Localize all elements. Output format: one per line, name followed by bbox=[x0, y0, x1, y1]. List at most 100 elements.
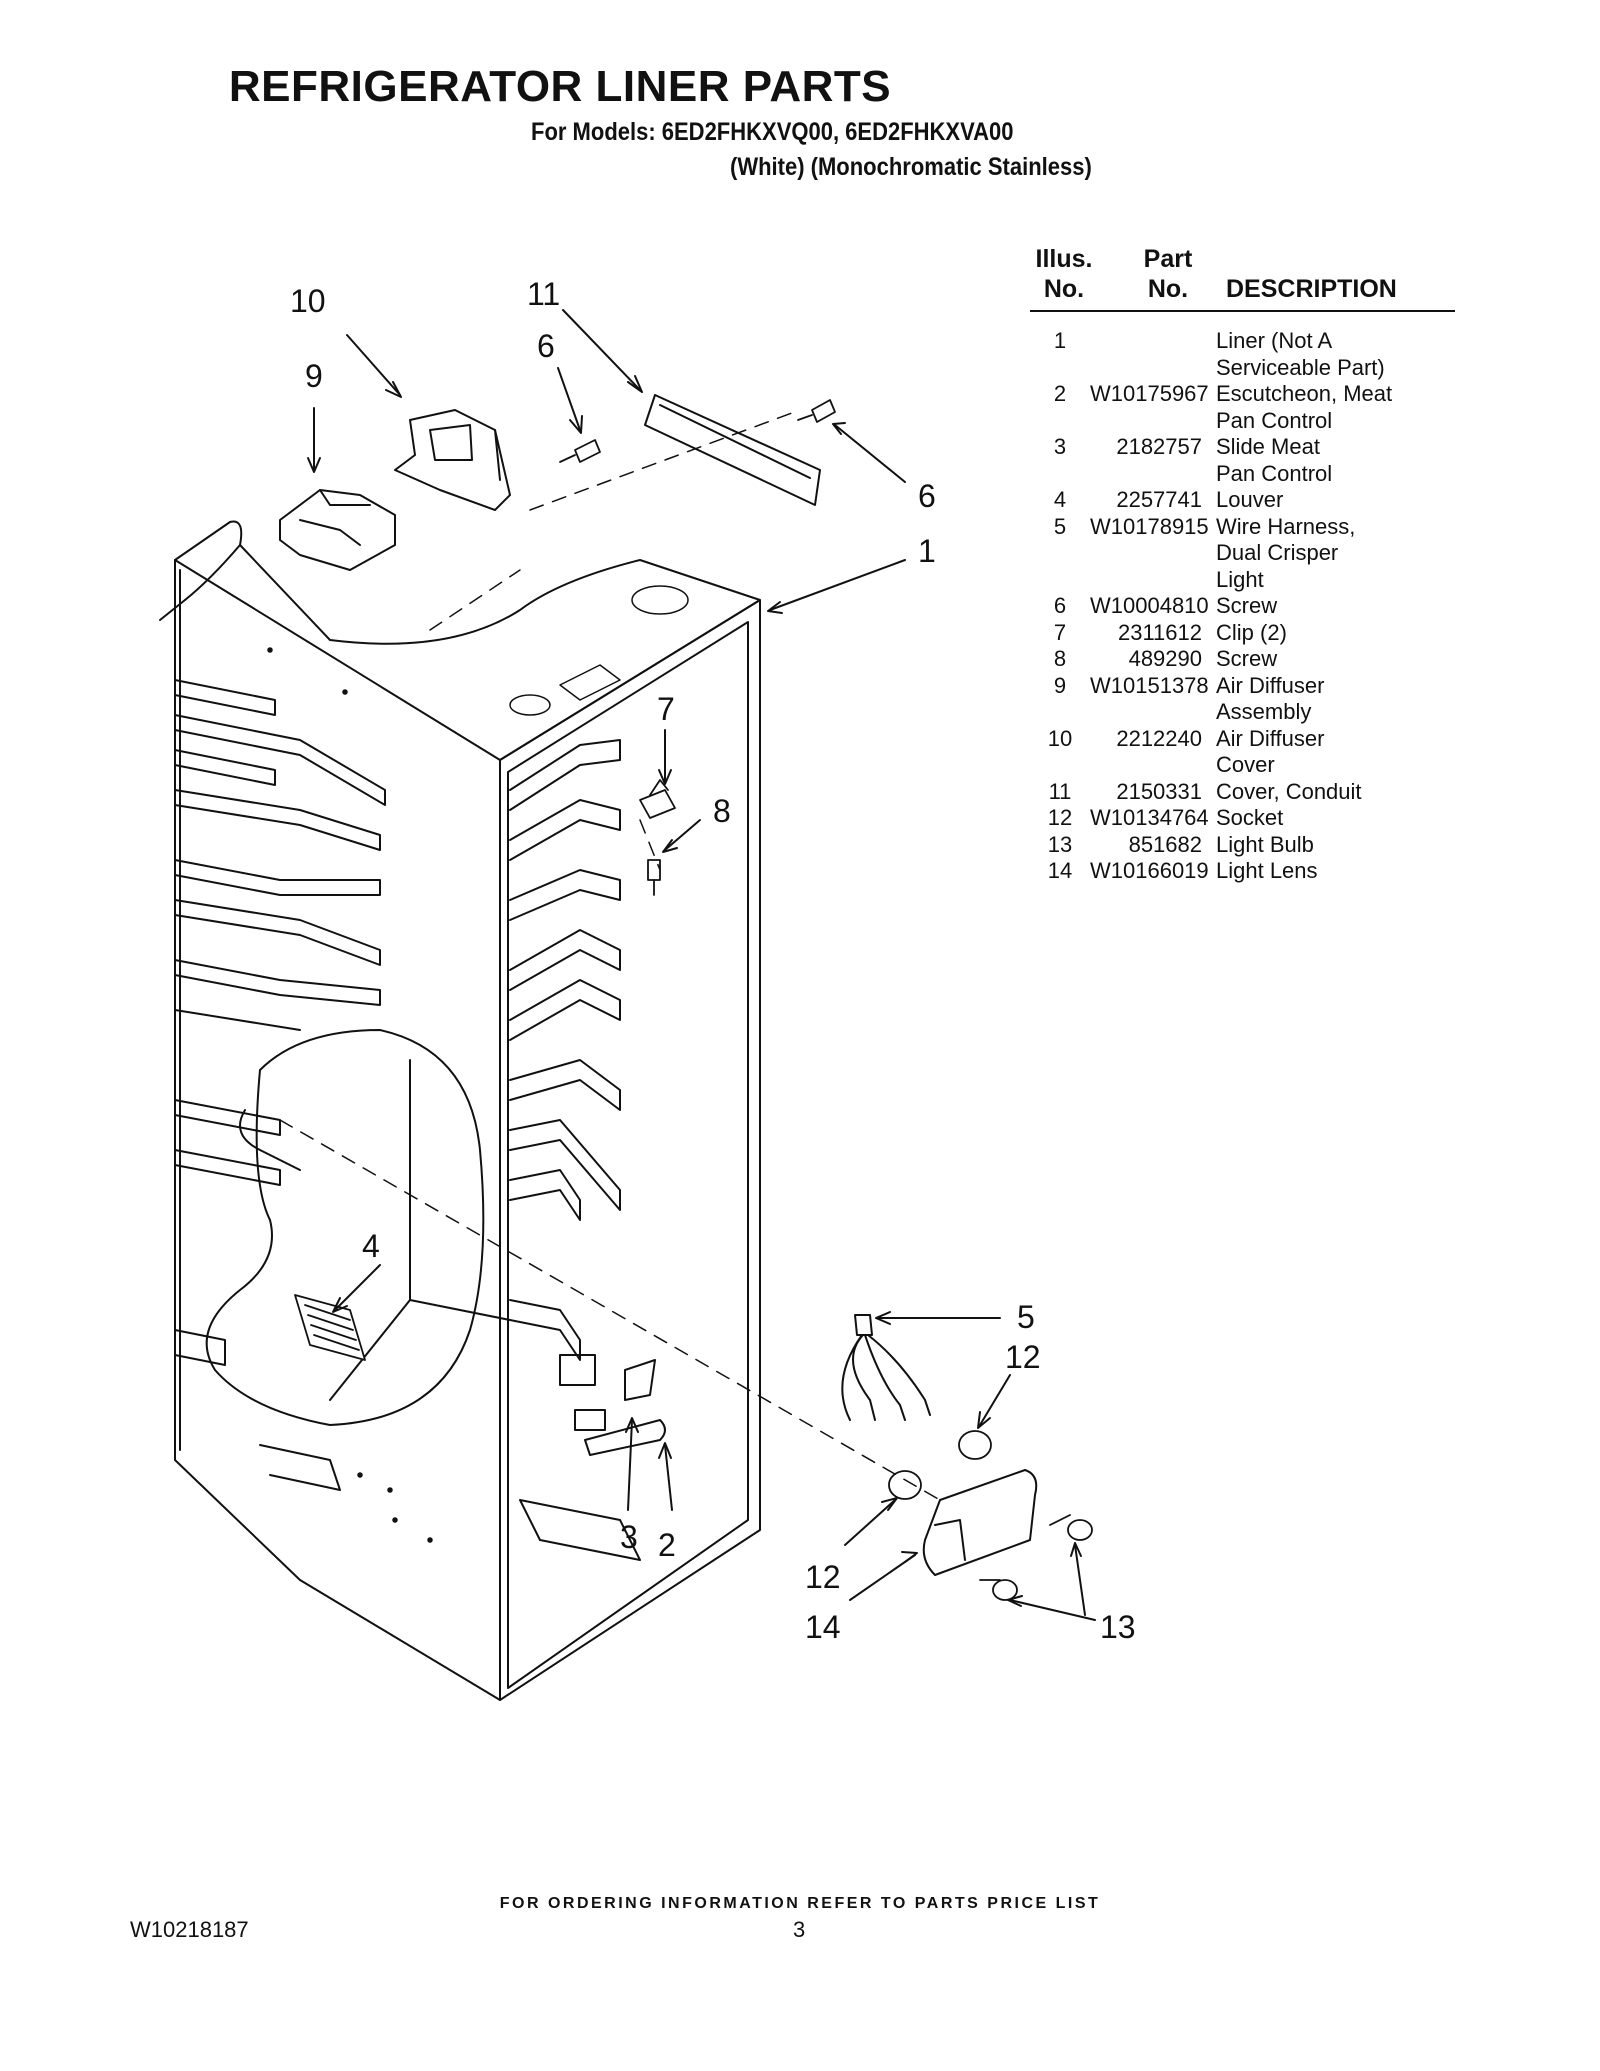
callout-13: 13 bbox=[1100, 1609, 1136, 1645]
illus-header-line-1: Illus. bbox=[1035, 245, 1093, 273]
table-row: 3 2182757 Slide Meat Pan Control bbox=[1030, 434, 1455, 487]
model-variants: (White) (Monochromatic Stainless) bbox=[730, 153, 1092, 181]
ordering-note: FOR ORDERING INFORMATION REFER TO PARTS … bbox=[499, 1895, 1101, 1912]
part-description: Clip (2) bbox=[1216, 619, 1287, 645]
illus-number: 5 bbox=[1053, 513, 1067, 539]
illus-number: 7 bbox=[1053, 619, 1067, 645]
table-row: 4 2257741 Louver bbox=[1030, 487, 1455, 514]
part-number: 2311612 bbox=[1117, 619, 1202, 645]
wire-harness-icon bbox=[841, 1314, 931, 1421]
part-description: Screw bbox=[1216, 646, 1278, 671]
air-diffuser-assembly bbox=[279, 489, 396, 571]
callout-12-upper: 12 bbox=[1005, 1339, 1041, 1375]
table-row: 11 2150331 Cover, Conduit bbox=[1030, 779, 1455, 806]
socket-icon bbox=[888, 1430, 992, 1500]
callout-1: 1 bbox=[918, 533, 936, 569]
part-description: Light Bulb bbox=[1216, 831, 1314, 857]
part-description: Air Diffuser Assembly bbox=[1216, 672, 1325, 725]
part-description: Screw bbox=[1216, 593, 1278, 618]
liner-top-details bbox=[267, 585, 689, 1543]
callout-6-top: 6 bbox=[537, 328, 555, 364]
callout-4: 4 bbox=[362, 1228, 380, 1264]
document-number: W10218187 bbox=[130, 1917, 249, 1942]
callout-6-right: 6 bbox=[918, 478, 936, 514]
part-description: Escutcheon, Meat Pan Control bbox=[1216, 381, 1393, 433]
callout-5: 5 bbox=[1017, 1299, 1035, 1335]
callout-labels: 10 9 11 6 6 1 7 8 4 5 12 12 14 13 3 2 bbox=[290, 276, 1136, 1645]
crisper-area bbox=[205, 1029, 666, 1561]
table-row: 2 W10175967 Escutcheon, Meat Pan Control bbox=[1030, 381, 1455, 434]
page-number: 3 bbox=[793, 1917, 806, 1942]
part-description: Wire Harness, Dual Crisper Light bbox=[1216, 513, 1356, 592]
left-wall-shelf-rails bbox=[174, 679, 386, 1491]
table-row: 7 2311612 Clip (2) bbox=[1030, 620, 1455, 647]
illus-number: 13 bbox=[1047, 831, 1073, 857]
part-number: W10166019 bbox=[1090, 858, 1209, 883]
model-numbers: For Models: 6ED2FHKXVQ00, 6ED2FHKXVA00 bbox=[531, 118, 1014, 146]
part-description: Louver bbox=[1216, 487, 1284, 512]
illus-number: 14 bbox=[1047, 858, 1073, 883]
illus-number: 10 bbox=[1047, 725, 1073, 751]
parts-table-header: Illus. No. Part No. DESCRIPTION bbox=[1030, 244, 1455, 312]
part-number: 2257741 bbox=[1116, 487, 1202, 512]
light-lens-icon bbox=[922, 1469, 1038, 1576]
callout-9: 9 bbox=[305, 358, 323, 394]
part-description: Slide Meat Pan Control bbox=[1216, 434, 1333, 486]
illus-number: 11 bbox=[1048, 778, 1072, 804]
part-number: W10175967 bbox=[1090, 381, 1209, 406]
part-header-line-1: Part bbox=[1143, 245, 1193, 273]
illus-number: 8 bbox=[1053, 646, 1067, 671]
screw-8-icon bbox=[647, 859, 661, 896]
table-row: 5 W10178915 Wire Harness, Dual Crisper Lig… bbox=[1030, 514, 1455, 594]
table-row: 10 2212240 Air Diffuser Cover bbox=[1030, 726, 1455, 779]
callout-10: 10 bbox=[290, 283, 326, 319]
part-description: Air Diffuser Cover bbox=[1216, 725, 1325, 778]
illus-header-line-2: No. bbox=[1043, 275, 1085, 303]
part-number: 2182757 bbox=[1116, 434, 1202, 459]
illus-number: 12 bbox=[1047, 805, 1073, 830]
part-number: 2150331 bbox=[1116, 778, 1202, 804]
part-description: Light Lens bbox=[1216, 858, 1318, 883]
callout-8: 8 bbox=[713, 793, 731, 829]
part-number: 851682 bbox=[1128, 831, 1202, 857]
callout-7: 7 bbox=[657, 691, 675, 727]
clip-icon bbox=[639, 779, 676, 819]
louver-icon bbox=[294, 1294, 366, 1361]
table-row: 1 Liner (Not A Serviceable Part) bbox=[1030, 328, 1455, 381]
illus-number: 4 bbox=[1053, 487, 1067, 512]
table-row: 9 W10151378 Air Diffuser Assembly bbox=[1030, 673, 1455, 726]
light-bulb-icon bbox=[979, 1514, 1093, 1601]
callout-3: 3 bbox=[620, 1519, 638, 1555]
callout-leader-lines bbox=[307, 309, 1096, 1621]
illus-number: 6 bbox=[1053, 593, 1067, 618]
table-row: 6 W10004810 Screw bbox=[1030, 593, 1455, 620]
part-number: W10151378 bbox=[1090, 672, 1209, 698]
air-diffuser-cover bbox=[394, 409, 511, 511]
part-no-column-header: Part No. bbox=[1118, 244, 1218, 304]
part-description: Liner (Not A Serviceable Part) bbox=[1216, 328, 1385, 380]
right-wall-shelf-rails bbox=[509, 739, 621, 1361]
assembly-dash-lines bbox=[279, 409, 941, 1501]
callout-12-lower: 12 bbox=[805, 1559, 841, 1595]
part-number: W10178915 bbox=[1090, 513, 1209, 539]
illus-number: 9 bbox=[1053, 672, 1067, 698]
parts-table-body: 1 Liner (Not A Serviceable Part) 2 W1017596… bbox=[1030, 328, 1455, 885]
conduit-cover bbox=[644, 394, 821, 506]
callout-11: 11 bbox=[527, 276, 560, 312]
illus-number: 2 bbox=[1053, 381, 1067, 406]
illus-number: 3 bbox=[1053, 434, 1067, 459]
part-description: Socket bbox=[1216, 805, 1284, 830]
part-number: 2212240 bbox=[1116, 725, 1202, 751]
part-number: 489290 bbox=[1128, 646, 1202, 671]
callout-2: 2 bbox=[658, 1527, 676, 1563]
table-row: 13 851682 Light Bulb bbox=[1030, 832, 1455, 859]
part-description: Cover, Conduit bbox=[1216, 778, 1362, 804]
description-column-header: DESCRIPTION bbox=[1226, 275, 1397, 303]
table-row: 14 W10166019 Light Lens bbox=[1030, 858, 1455, 885]
part-header-line-2: No. bbox=[1147, 275, 1189, 303]
illus-number: 1 bbox=[1053, 328, 1067, 353]
part-number: W10004810 bbox=[1090, 593, 1209, 618]
callout-14: 14 bbox=[805, 1609, 841, 1645]
